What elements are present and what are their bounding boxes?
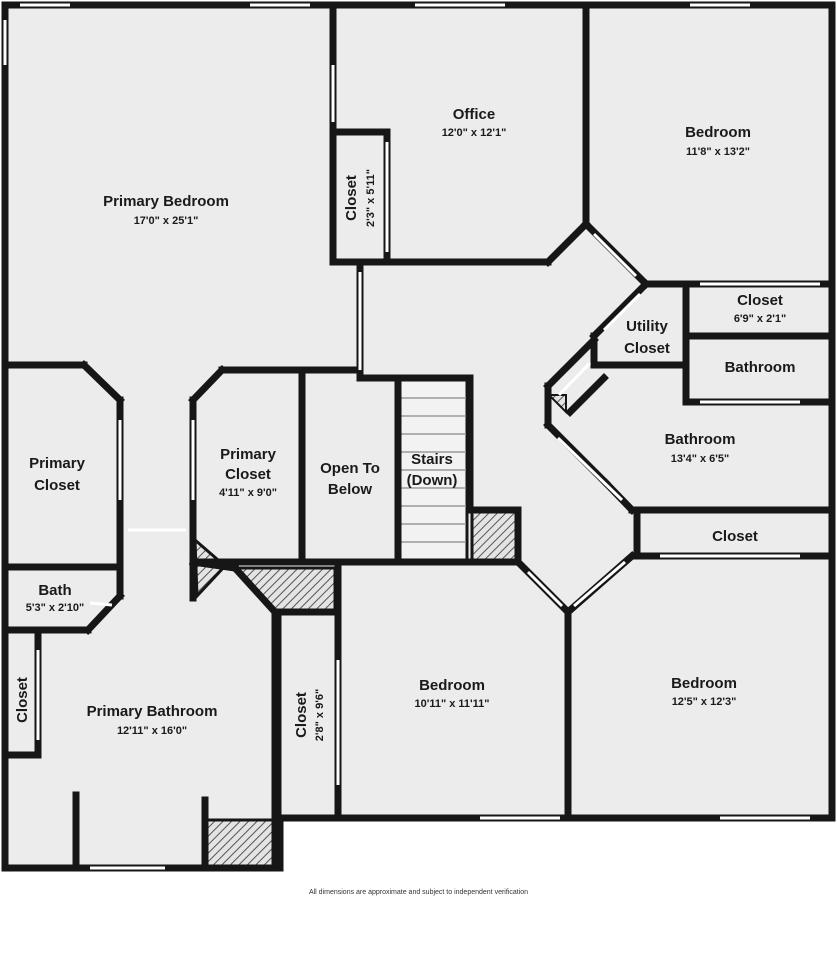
closet-east-lower-name: Closet [712, 528, 758, 545]
office-name: Office [453, 106, 496, 123]
closet-east-upper-name: Closet [737, 292, 783, 309]
bath-name: Bath [38, 582, 71, 599]
bedroom-center-name: Bedroom [419, 677, 485, 694]
bedroom-se-name: Bedroom [671, 675, 737, 692]
closet-bath-name: Closet [14, 677, 31, 723]
bathroom-east-dim: 13'4" x 6'5" [671, 453, 729, 465]
closet-center-dim: 2'8" x 9'6" [314, 689, 326, 741]
primary-bathroom-name: Primary Bathroom [87, 703, 218, 720]
open-to-below-name-1: Open To [320, 460, 380, 477]
windows [3, 3, 820, 870]
stairs-name-2: (Down) [407, 472, 458, 489]
bedroom-ne-dim: 11'8" x 13'2" [686, 146, 750, 158]
primary-closet-center-name-2: Closet [225, 466, 271, 483]
primary-closet-center-name-1: Primary [220, 446, 277, 463]
primary-bedroom-dim: 17'0" x 25'1" [134, 215, 199, 227]
utility-closet-name-1: Utility [626, 318, 668, 335]
bedroom-se-dim: 12'5" x 12'3" [672, 696, 737, 708]
utility-closet-name-2: Closet [624, 340, 670, 357]
primary-bathroom-dim: 12'11" x 16'0" [117, 725, 187, 737]
bath-dim: 5'3" x 2'10" [26, 602, 84, 614]
stairs-name-1: Stairs [411, 451, 453, 468]
bathroom-small-name: Bathroom [725, 359, 796, 376]
stairs-treads [397, 378, 469, 562]
primary-bedroom-name: Primary Bedroom [103, 193, 229, 210]
primary-closet-center-dim: 4'11" x 9'0" [219, 487, 277, 499]
bedroom-ne-name: Bedroom [685, 124, 751, 141]
primary-closet-west-name-1: Primary [29, 455, 86, 472]
office-closet-dim: 2'3" x 5'11" [365, 169, 377, 227]
primary-closet-west-name-2: Closet [34, 477, 80, 494]
office-closet-name: Closet [343, 175, 360, 221]
office-dim: 12'0" x 12'1" [442, 127, 507, 139]
disclaimer-text: All dimensions are approximate and subje… [308, 889, 529, 896]
open-to-below-name-2: Below [328, 481, 373, 498]
bedroom-center-dim: 10'11" x 11'11" [414, 698, 489, 710]
bathroom-east-name: Bathroom [665, 431, 736, 448]
closet-east-upper-dim: 6'9" x 2'1" [734, 313, 786, 325]
room-labels: Primary Bedroom 17'0" x 25'1" Office 12'… [14, 106, 795, 741]
closet-center-name: Closet [293, 692, 310, 738]
